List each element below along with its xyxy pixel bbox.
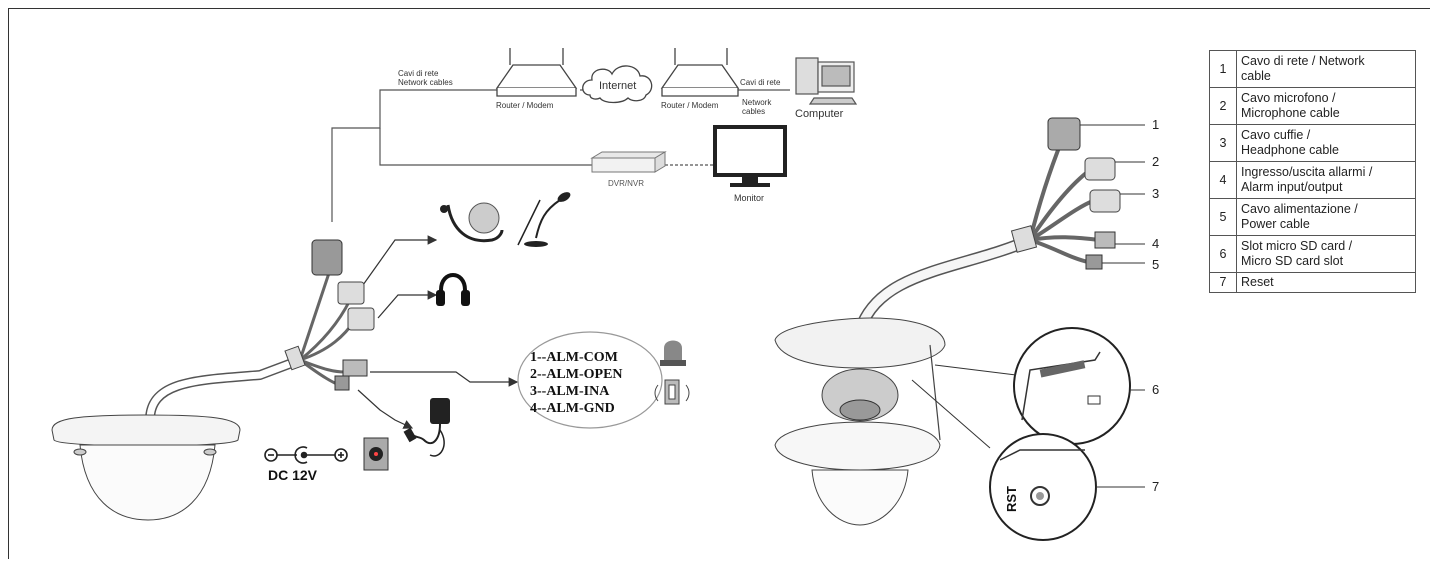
cables-right-it: Cavi di rete (740, 78, 781, 87)
reset-zoom-leader (911, 379, 991, 449)
legend-num: 3 (1209, 124, 1237, 162)
rst-label: RST (1004, 486, 1019, 512)
headphones-icon (436, 273, 470, 306)
computer-icon (795, 57, 858, 105)
cables-right-en-1: Network (742, 98, 772, 107)
dvr-icon (590, 151, 667, 173)
alarm-line-3: 3--ALM-INA (530, 384, 610, 399)
callout-leaders (1080, 124, 1145, 488)
sd-zoom-leader (934, 364, 1017, 376)
legend-num: 5 (1209, 198, 1237, 236)
legend-text: Ingresso/uscita allarmi /Alarm input/out… (1236, 161, 1416, 199)
legend-row: 3 Cavo cuffie /Headphone cable (1209, 124, 1416, 162)
alarm-line-1: 1--ALM-COM (530, 350, 618, 365)
reset-zoom (989, 433, 1097, 541)
monitor-icon (713, 125, 787, 187)
monitor-label: Monitor (734, 193, 764, 203)
legend-row: 2 Cavo microfono /Microphone cable (1209, 87, 1416, 125)
legend-num: 2 (1209, 87, 1237, 125)
alarm-line-2: 2--ALM-OPEN (530, 367, 623, 382)
cables-label-en: Network cables (398, 78, 453, 87)
internet-label: Internet (599, 80, 636, 92)
legend-num: 1 (1209, 50, 1237, 88)
peripheral-arrows (357, 235, 519, 429)
callout-7: 7 (1152, 479, 1159, 494)
legend-num: 7 (1209, 272, 1237, 293)
internet-cloud-icon (582, 65, 653, 104)
left-camera (51, 355, 302, 521)
cables-right-en-2: cables (742, 107, 765, 116)
callout-3: 3 (1152, 186, 1159, 201)
siren-icon (660, 340, 686, 366)
power-adapter-icon (403, 398, 450, 457)
callout-1: 1 (1152, 117, 1159, 132)
left-cable-harness (284, 239, 375, 391)
legend-text: Cavo microfono /Microphone cable (1236, 87, 1416, 125)
router-right-label: Router / Modem (661, 101, 719, 110)
polarity-icon (264, 446, 348, 464)
callout-2: 2 (1152, 154, 1159, 169)
router-right-icon (660, 48, 740, 97)
legend-row: 7 Reset (1209, 272, 1416, 293)
cables-label-it: Cavi di rete (398, 69, 439, 78)
right-camera (774, 234, 1033, 526)
legend-row: 4 Ingresso/uscita allarmi /Alarm input/o… (1209, 161, 1416, 199)
callout-4: 4 (1152, 236, 1159, 251)
legend-row: 6 Slot micro SD card /Micro SD card slot (1209, 235, 1416, 273)
dc-label: DC 12V (268, 467, 318, 483)
sensor-icon (654, 379, 690, 405)
dc-jack-icon (363, 437, 389, 471)
microphone-icon (440, 192, 571, 247)
sd-slot-zoom (1013, 327, 1131, 445)
legend-text: Slot micro SD card /Micro SD card slot (1236, 235, 1416, 273)
callout-numbers: 1 2 3 4 5 6 7 (1152, 117, 1159, 494)
router-left-icon (495, 48, 578, 97)
callout-5: 5 (1152, 257, 1159, 272)
legend-text: Cavo cuffie /Headphone cable (1236, 124, 1416, 162)
alarm-line-4: 4--ALM-GND (530, 401, 615, 416)
legend-num: 6 (1209, 235, 1237, 273)
figure-frame (8, 8, 1430, 559)
legend-text: Reset (1236, 272, 1416, 293)
right-cable-harness (1010, 117, 1121, 270)
legend-num: 4 (1209, 161, 1237, 199)
legend-text: Cavo alimentazione /Power cable (1236, 198, 1416, 236)
router-left-label: Router / Modem (496, 101, 554, 110)
callout-6: 6 (1152, 382, 1159, 397)
computer-label: Computer (795, 108, 844, 120)
dvr-label: DVR/NVR (608, 179, 644, 188)
alarm-oval (517, 331, 663, 429)
legend-row: 5 Cavo alimentazione /Power cable (1209, 198, 1416, 236)
